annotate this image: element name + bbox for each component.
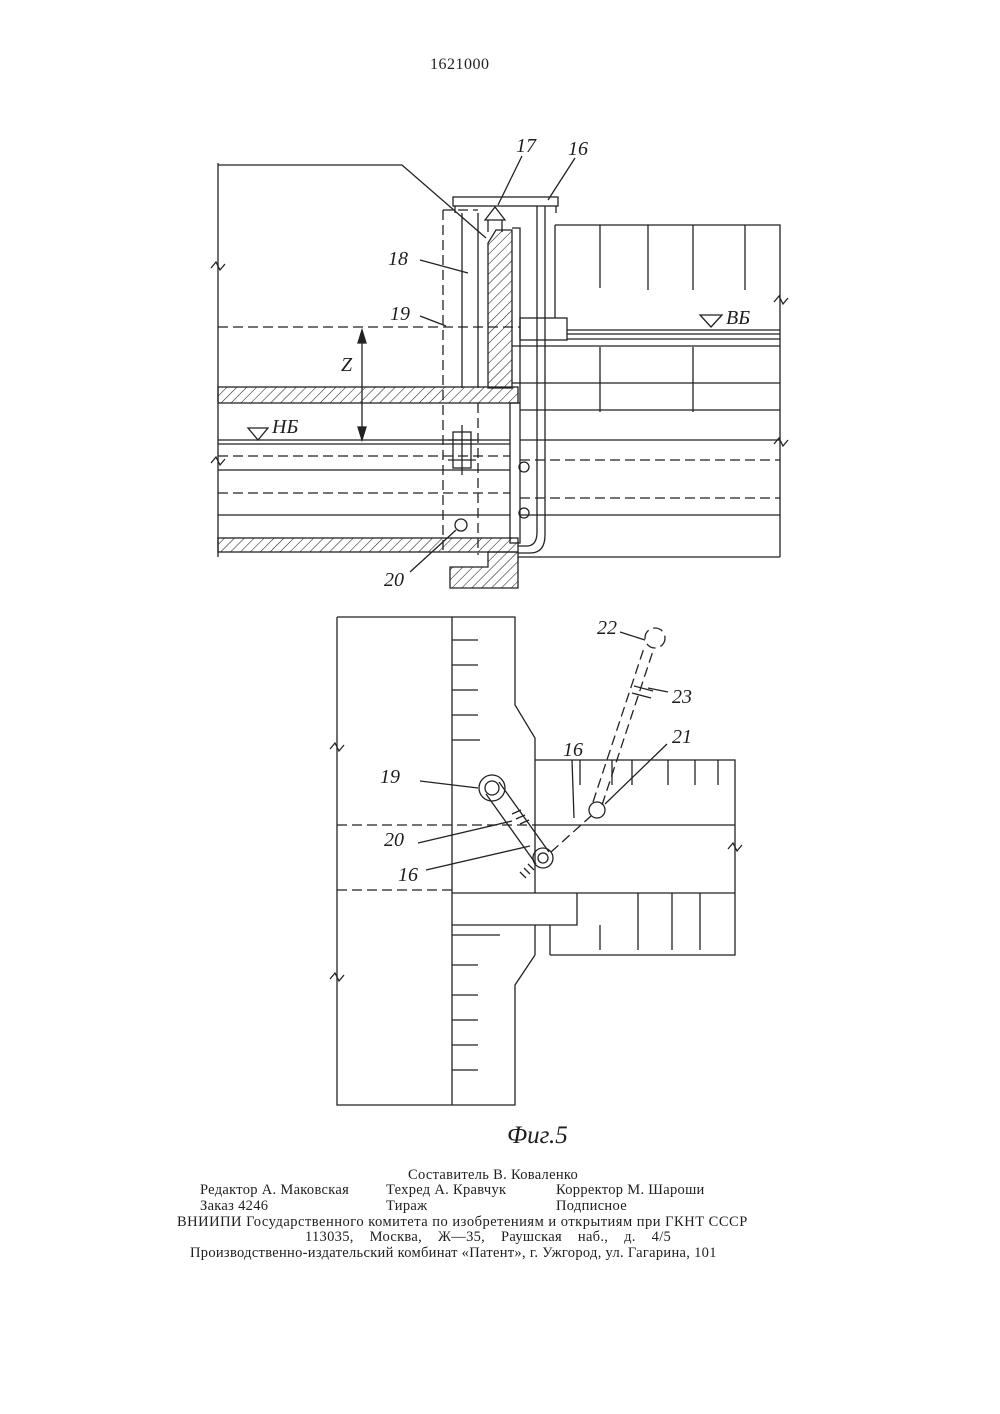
- z-arrow-bottom: [358, 427, 366, 440]
- label-nb: НБ: [271, 416, 298, 438]
- hatched-pier: [488, 230, 512, 388]
- label-18: 18: [388, 248, 408, 270]
- hatch-marks: [512, 810, 534, 878]
- footer-order: Заказ 4246: [200, 1198, 268, 1214]
- figure-bottom: 22 23 16 21 19 20 16 Фиг.5: [330, 617, 742, 1149]
- bottom-leaders: [418, 632, 668, 870]
- footer-editor: Редактор А. Маковская: [200, 1182, 349, 1198]
- footer-circulation: Тираж: [386, 1198, 427, 1214]
- joint-16-outer: [533, 848, 553, 868]
- footer-tech-editor: Техред А. Кравчук: [386, 1182, 506, 1198]
- footer-proofreader: Корректор М. Шароши: [556, 1182, 705, 1198]
- float: [520, 318, 567, 340]
- footer-compiler: Составитель В. Коваленко: [408, 1167, 578, 1183]
- rod-16: [518, 206, 545, 553]
- pivot-19-outer: [479, 775, 505, 801]
- label-23: 23: [672, 686, 692, 708]
- right-break-marks: [774, 296, 788, 446]
- conduit-dashed-lines: [218, 456, 510, 493]
- rod-16-dashed: [551, 816, 591, 852]
- rod-23: [593, 648, 653, 805]
- figure-caption: Фиг.5: [507, 1122, 568, 1149]
- upstream-dashed-lines: [520, 460, 780, 498]
- label-19-plan: 19: [380, 766, 400, 788]
- label-16: 16: [568, 138, 588, 160]
- crossbar-ticks: [455, 206, 556, 213]
- joint-16-inner: [538, 853, 548, 863]
- dam-ticks: [580, 760, 718, 950]
- right-outline: [518, 225, 780, 557]
- figure-top: 17 16 18 19 Z ВБ НБ 20: [211, 135, 788, 591]
- gate-plate: [510, 403, 520, 543]
- vb-level-marker: [700, 315, 722, 327]
- plan-dashed-lines: [337, 825, 535, 890]
- footer-address: 113035, Москва, Ж—35, Раушская наб., д. …: [305, 1229, 671, 1245]
- upstream-water-lines: [512, 330, 780, 515]
- dam-structure: [452, 760, 735, 955]
- counterweight-22: [645, 628, 665, 648]
- label-16-upper: 16: [563, 739, 583, 761]
- label-z: Z: [341, 354, 353, 376]
- label-20: 20: [384, 569, 404, 591]
- label-19: 19: [390, 303, 410, 325]
- z-arrow-top: [358, 330, 366, 343]
- conduit-top-wall: [218, 387, 518, 403]
- bolt-lines: [448, 425, 476, 475]
- conduit-lines: [218, 440, 510, 515]
- label-vb: ВБ: [726, 307, 750, 329]
- foundation-foot: [450, 552, 518, 588]
- pier-outline: [337, 617, 535, 1105]
- conduit-bottom-wall: [218, 538, 518, 552]
- label-16-lower: 16: [398, 864, 418, 886]
- label-22: 22: [597, 617, 617, 639]
- label-21: 21: [672, 726, 692, 748]
- top-crossbar: [453, 197, 558, 206]
- shaft-dashed-lines: [443, 210, 478, 555]
- shaft-solid-lines: [462, 213, 478, 388]
- footer-publisher: ВНИИПИ Государственного комитета по изоб…: [177, 1214, 748, 1230]
- footer-subscription: Подписное: [556, 1198, 627, 1214]
- hinge-20: [455, 519, 467, 531]
- label-17: 17: [516, 135, 537, 157]
- rod-17-arrow: [485, 207, 505, 220]
- gate-guide: [512, 228, 520, 403]
- nb-level-marker: [248, 428, 268, 440]
- pivot-19-inner: [485, 781, 499, 795]
- upstream-grid: [555, 225, 745, 412]
- label-20-plan: 20: [384, 829, 404, 851]
- footer-printer: Производственно-издательский комбинат «П…: [190, 1245, 717, 1261]
